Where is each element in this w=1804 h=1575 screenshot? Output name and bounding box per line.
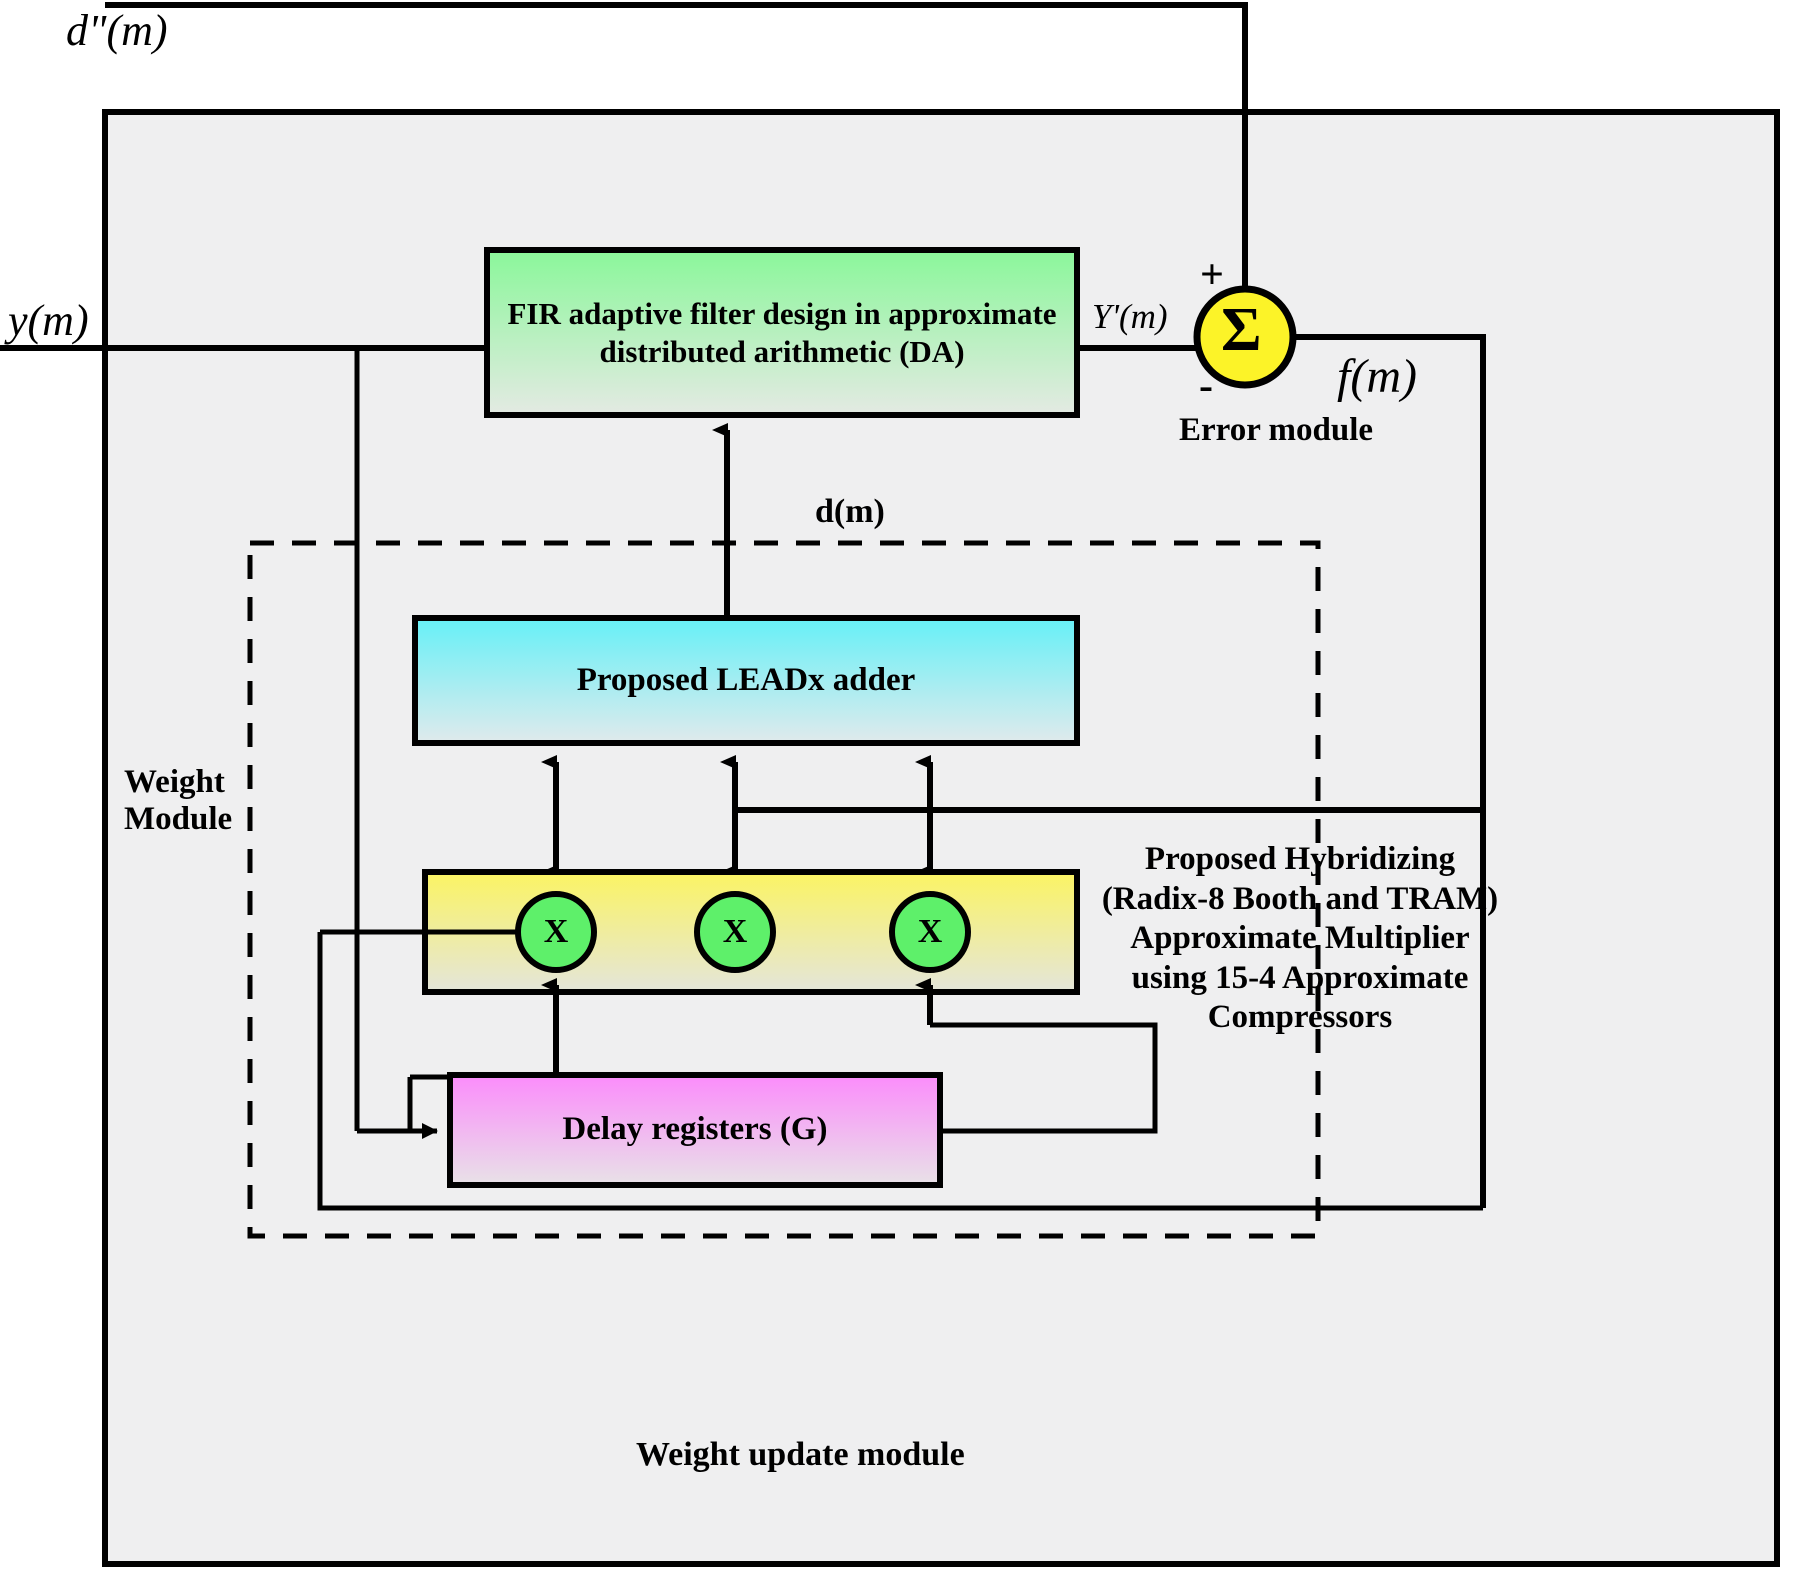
multiplier-node-3-label: X [917, 913, 943, 950]
sigma-symbol-label: Σ [1221, 296, 1262, 364]
signal-label-d-m: d(m) [815, 493, 885, 530]
minus-sign-label: - [1199, 363, 1213, 409]
delay-block [447, 1072, 943, 1188]
wire-delay-out-right [930, 1022, 1158, 1134]
wire-d-double-prime [105, 2, 1248, 300]
multiplier-node-1-label: X [543, 913, 569, 950]
plus-sign-label: + [1200, 252, 1224, 298]
signal-label-y-m: y(m) [8, 296, 89, 345]
multiplier-node-2 [694, 891, 776, 973]
multiplier-node-3 [889, 891, 971, 973]
multiplier-node-2-label: X [722, 913, 748, 950]
wire-f-output [735, 334, 1486, 813]
weight-module-label: Weight Module [124, 764, 233, 837]
adder-block [412, 615, 1080, 746]
signal-label-y-prime: Y'(m) [1092, 297, 1168, 336]
wire-weight-bus-left [317, 932, 1290, 1211]
weight-update-module-label: Weight update module [636, 1436, 965, 1473]
signal-label-f-m: f(m) [1337, 350, 1417, 403]
fir-block [484, 247, 1080, 418]
error-module-label: Error module [1179, 412, 1374, 448]
signal-label-d-double-prime: d"(m) [66, 6, 168, 55]
